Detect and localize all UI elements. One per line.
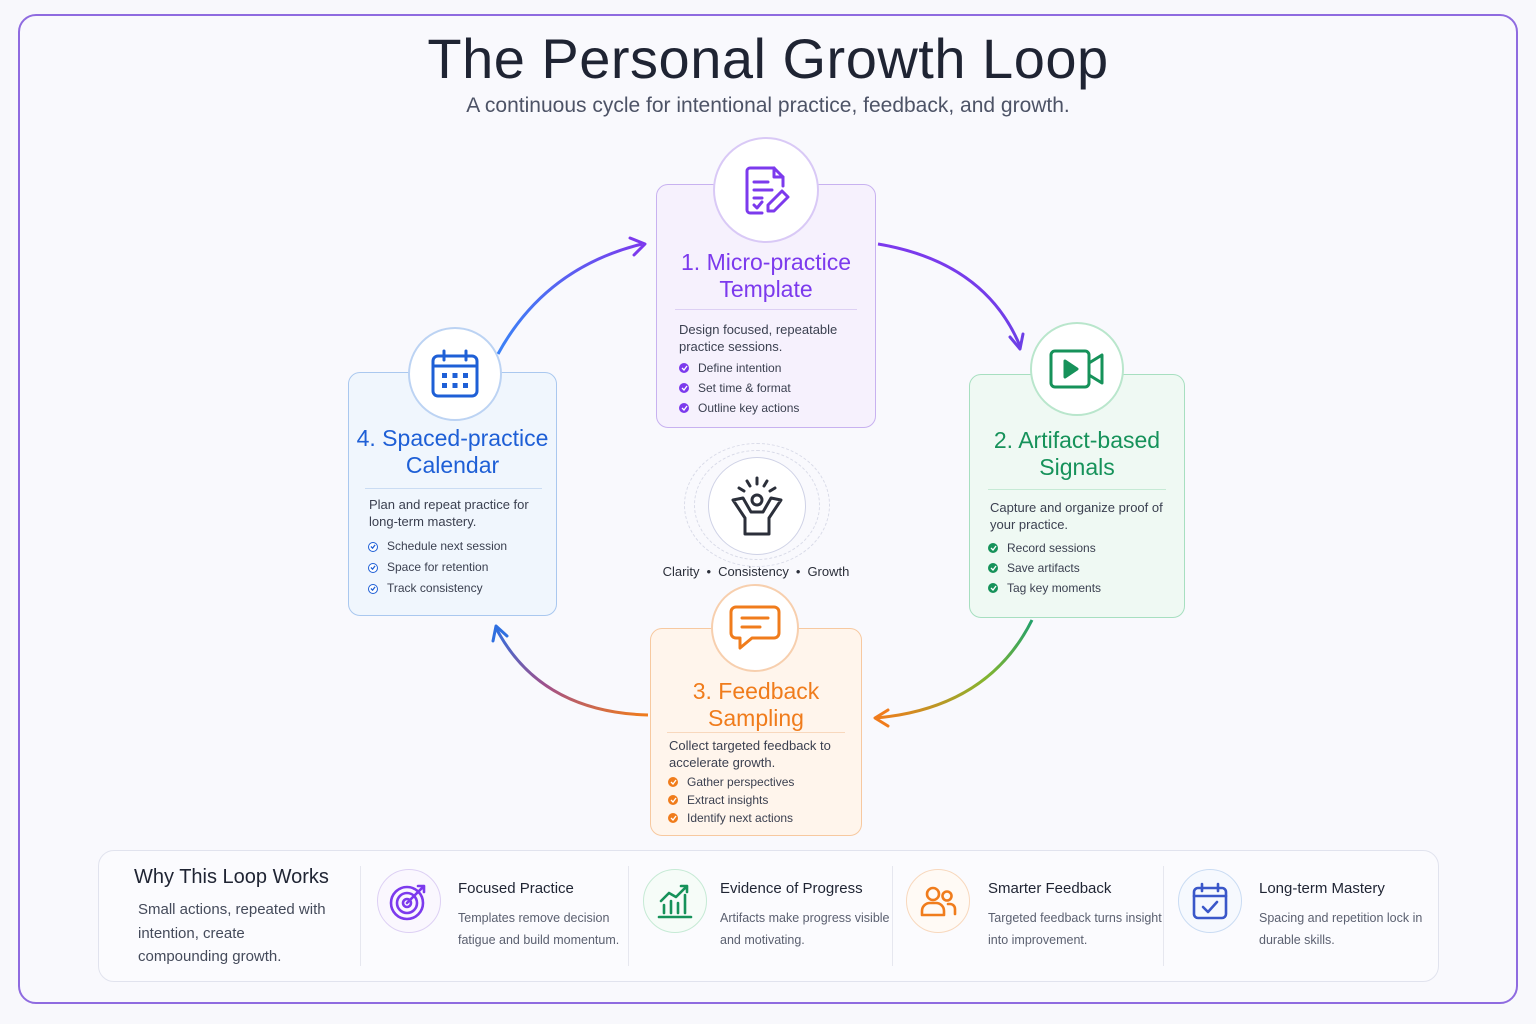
check-icon <box>988 583 998 593</box>
celebrating-person-icon <box>708 457 806 555</box>
arrow-4-to-1 <box>496 242 643 355</box>
check-icon <box>679 363 689 373</box>
divider <box>1163 866 1164 966</box>
arrowhead-2 <box>1008 332 1025 351</box>
video-camera-icon <box>1030 322 1124 416</box>
checklist-item: Tag key moments <box>988 578 1101 598</box>
why-title: Why This Loop Works <box>134 866 329 888</box>
calendar-icon <box>408 327 502 421</box>
step-title: 1. Micro-practice Template <box>681 249 851 302</box>
step-checklist: Gather perspectives Extract insights Ide… <box>668 773 794 827</box>
checklist-item: Outline key actions <box>679 398 799 418</box>
chat-bubble-icon <box>711 584 799 672</box>
checklist-item: Save artifacts <box>988 558 1101 578</box>
checklist-item: Extract insights <box>668 791 794 809</box>
divider <box>892 866 893 966</box>
divider <box>360 866 361 966</box>
step-checklist: Define intention Set time & format Outli… <box>679 358 799 418</box>
step-checklist: Schedule next session Space for retentio… <box>368 536 507 599</box>
step-checklist: Record sessions Save artifacts Tag key m… <box>988 538 1101 598</box>
step-title: 4. Spaced-practice Calendar <box>356 425 549 478</box>
feature-title: Evidence of Progress <box>720 880 863 897</box>
arrowhead-3 <box>873 708 890 728</box>
feature-text: Spacing and repetition lock in durable s… <box>1259 911 1423 947</box>
check-icon <box>368 541 378 552</box>
check-icon <box>679 403 689 413</box>
center-caption: Clarity•Consistency•Growth <box>662 564 850 579</box>
arrow-1-to-2 <box>877 242 1022 347</box>
feature-text: Artifacts make progress visible and moti… <box>720 911 890 947</box>
divider <box>988 489 1166 490</box>
checklist-item: Schedule next session <box>368 536 507 557</box>
step-description: Design focused, repeatable practice sess… <box>679 322 838 354</box>
check-icon <box>988 563 998 573</box>
step-title: 3. Feedback Sampling <box>692 678 820 731</box>
step-description: Plan and repeat practice for long-term m… <box>369 497 529 529</box>
arrowhead-1 <box>628 236 647 257</box>
feature-text: Targeted feedback turns insight into imp… <box>988 911 1162 947</box>
divider <box>628 866 629 966</box>
checklist-item: Define intention <box>679 358 799 378</box>
checklist-item: Set time & format <box>679 378 799 398</box>
step-description: Capture and organize proof of your pract… <box>990 500 1163 532</box>
feature-title: Long-term Mastery <box>1259 880 1385 897</box>
checklist-item: Record sessions <box>988 538 1101 558</box>
check-icon <box>679 383 689 393</box>
target-icon <box>377 869 441 933</box>
page-title: The Personal Growth Loop <box>427 27 1109 90</box>
users-icon <box>906 869 970 933</box>
step-title: 2. Artifact-based Signals <box>993 427 1161 480</box>
checklist-item: Space for retention <box>368 557 507 578</box>
calendar-check-icon <box>1178 869 1242 933</box>
feature-title: Focused Practice <box>458 880 574 897</box>
arrow-2-to-3 <box>875 619 1034 720</box>
check-icon <box>668 813 678 823</box>
check-icon <box>368 583 378 594</box>
center-ring <box>694 450 820 560</box>
divider <box>365 488 542 489</box>
page-subtitle: A continuous cycle for intentional pract… <box>466 94 1070 117</box>
center-ring <box>684 443 830 567</box>
arrowhead-4 <box>491 624 509 643</box>
divider <box>675 309 857 310</box>
step-description: Collect targeted feedback to accelerate … <box>669 738 831 770</box>
bar-chart-icon <box>643 869 707 933</box>
check-icon <box>668 777 678 787</box>
feature-title: Smarter Feedback <box>988 880 1112 897</box>
checklist-item: Identify next actions <box>668 809 794 827</box>
check-icon <box>988 543 998 553</box>
checklist-item: Gather perspectives <box>668 773 794 791</box>
why-text: Small actions, repeated with intention, … <box>138 901 326 965</box>
check-icon <box>668 795 678 805</box>
arrow-3-to-4 <box>494 627 649 717</box>
feature-text: Templates remove decision fatigue and bu… <box>458 911 620 947</box>
check-icon <box>368 562 378 573</box>
document-pen-icon <box>713 137 819 243</box>
checklist-item: Track consistency <box>368 578 507 599</box>
divider <box>667 732 845 733</box>
